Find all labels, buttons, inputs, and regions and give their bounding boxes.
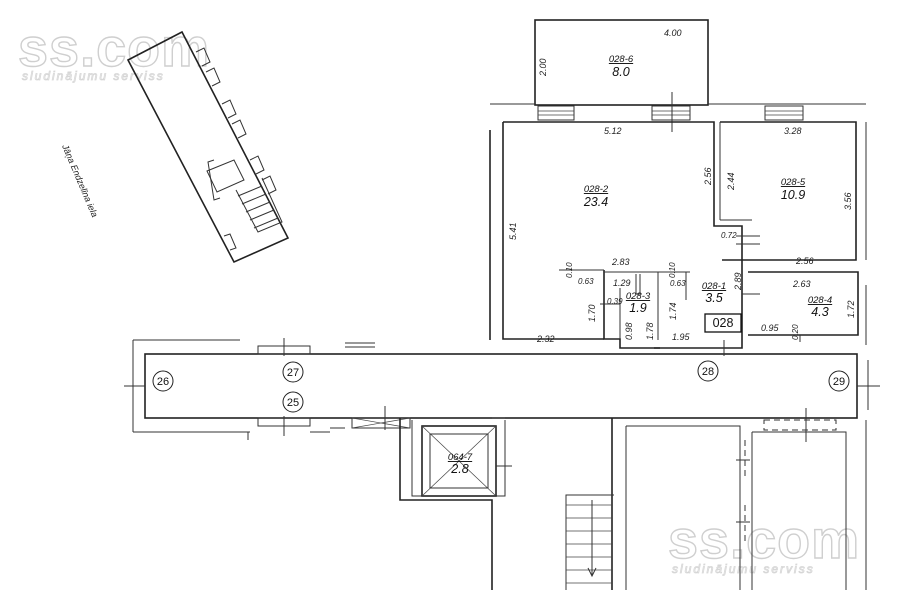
dim-4-00: 4.00 [664,28,682,38]
room-028-2-id: 028-2 [584,184,609,195]
room-064-7-area: 2.8 [450,462,468,476]
apartment-label: 028 [713,316,734,330]
dim-1-72: 1.72 [846,300,856,318]
axis-29-label: 29 [833,376,845,388]
watermark-tagline-top: sludinājumu serviss [22,69,165,83]
room-028-2-area: 23.4 [583,195,608,209]
room-064-7-id: 064-7 [448,452,473,463]
corridor [124,338,880,436]
room-labels: 028-6 8.0 028-2 23.4 028-5 10.9 028-1 3.… [448,54,832,476]
dim-5-12: 5.12 [604,126,622,136]
street-label: Jāņa Endzelīna iela [60,142,100,219]
dim-1-70: 1.70 [587,304,597,322]
dim-0-63-left: 0.63 [578,277,594,286]
axis-markers: 26 27 28 29 25 [152,360,850,413]
apartment-028-walls [489,121,867,349]
facade-windows [490,92,866,132]
dim-3-56: 3.56 [843,192,853,210]
dim-2-63: 2.63 [792,279,811,289]
room-028-4-id: 028-4 [808,295,832,306]
watermark-brand-top: ss.com [18,18,210,78]
dim-0-10-left: 0.10 [565,262,574,278]
dim-0-63-right: 0.63 [670,279,686,288]
dim-2-44: 2.44 [726,172,736,191]
room-028-5-id: 028-5 [781,177,806,188]
room-028-1-area: 3.5 [705,291,722,305]
axis-28-marker: 28 [697,360,719,382]
axis-27-label: 27 [287,367,299,379]
room-028-3-id: 028-3 [626,291,651,302]
dim-1-78: 1.78 [645,322,655,340]
watermark-bottom-right: ss.com sludinājumu serviss [667,509,860,576]
axis-27-marker: 27 [282,361,304,383]
dim-1-95: 1.95 [672,332,691,342]
dim-0-10-right: 0.10 [668,262,677,278]
dim-0-20: 0.20 [791,324,800,340]
apartment-028-box [704,313,742,333]
lower-rooms [247,408,867,590]
adjacent-building [126,30,290,264]
axis-26-marker: 26 [152,370,174,392]
watermark-tagline-bottom: sludinājumu serviss [672,562,815,576]
dimension-labels: 4.00 2.00 5.12 3.28 2.56 2.44 3.56 5.41 … [508,28,856,344]
dim-0-39: 0.39 [607,297,623,306]
dim-3-28: 3.28 [784,126,802,136]
axis-29-marker: 29 [828,370,850,392]
axis-26-label: 26 [157,376,169,388]
room-028-6-id: 028-6 [609,54,634,65]
watermark-top-left: ss.com sludinājumu serviss [17,17,210,83]
dim-0-95: 0.95 [761,323,780,333]
axis-28-label: 28 [702,366,714,378]
dim-2-32: 2.32 [536,334,555,344]
room-028-6-area: 8.0 [612,65,629,79]
watermark-brand-bottom: ss.com [668,510,860,570]
dim-5-41: 5.41 [508,222,518,240]
axis-25-marker: 25 [282,391,304,413]
axis-25-label: 25 [287,397,299,409]
dim-0-72: 0.72 [721,231,737,240]
dim-2-83: 2.83 [611,257,630,267]
dim-2-56-vertical: 2.56 [703,167,713,186]
room-028-4-area: 4.3 [811,305,828,319]
dim-1-74: 1.74 [668,302,678,320]
dim-0-98: 0.98 [624,322,634,340]
room-028-5-area: 10.9 [781,188,805,202]
dim-1-29: 1.29 [613,278,631,288]
dim-2-56-horizontal: 2.56 [795,256,814,266]
dim-2-89: 2.89 [733,272,743,291]
room-028-6-outline [534,19,709,106]
room-028-3-area: 1.9 [629,301,646,315]
dim-2-00: 2.00 [538,58,548,77]
room-028-1-id: 028-1 [702,281,726,292]
